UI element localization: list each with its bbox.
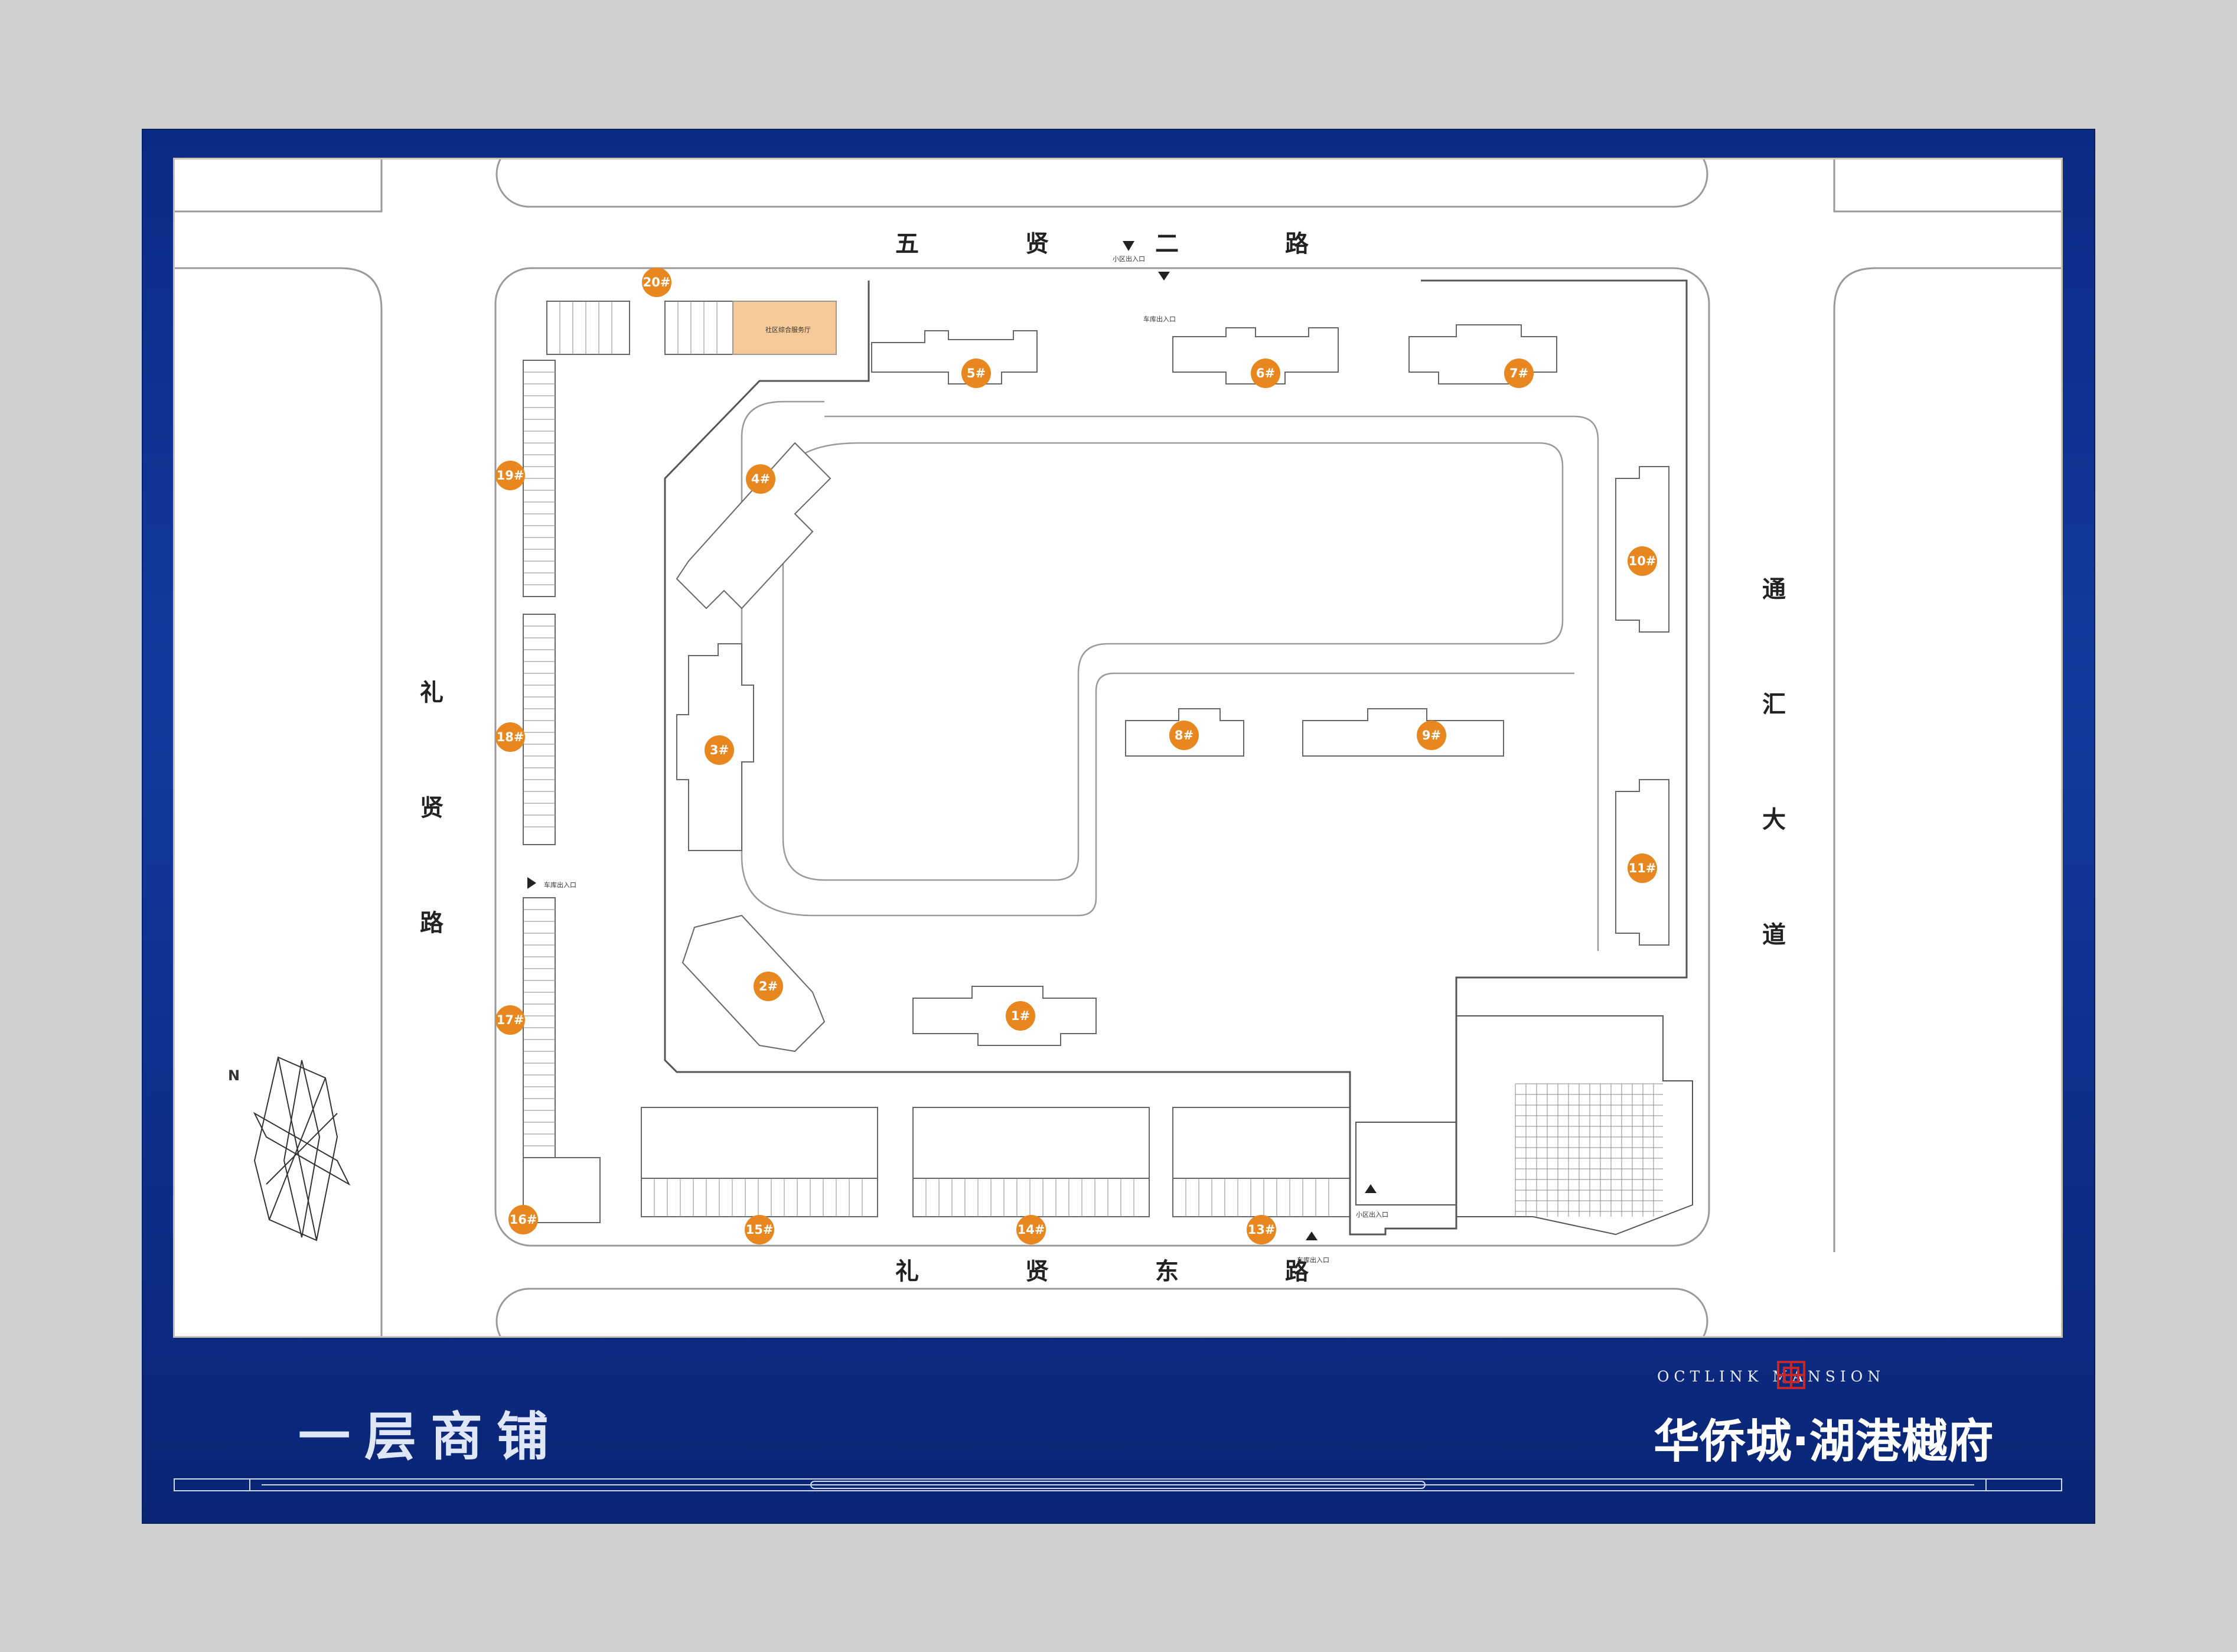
- loop-road-outer: [824, 415, 1599, 951]
- entrance-arrow-south-2: [1306, 1231, 1318, 1240]
- tower-1: [912, 986, 1097, 1046]
- compass-north-letter: N: [228, 1067, 240, 1084]
- road-west-char-2: 贤: [420, 794, 444, 822]
- building-marker-13[interactable]: 13#: [1247, 1215, 1276, 1244]
- road-south-char-2: 贤: [1025, 1258, 1049, 1285]
- plaza-grid: [1515, 1083, 1663, 1217]
- road-east-char-1: 通: [1762, 576, 1786, 603]
- tower-5: [871, 330, 1038, 385]
- road-south-char-3: 东: [1155, 1258, 1179, 1285]
- shop-strip-13: [1172, 1178, 1351, 1217]
- building-marker-7[interactable]: 7#: [1504, 359, 1534, 388]
- building-marker-1[interactable]: 1#: [1006, 1001, 1035, 1031]
- building-marker-6[interactable]: 6#: [1251, 359, 1280, 388]
- entrance-arrow-south: [1365, 1184, 1377, 1193]
- building-marker-15[interactable]: 15#: [745, 1215, 774, 1244]
- page-title: 一层商铺: [298, 1406, 563, 1467]
- road-east-char-3: 大: [1762, 806, 1786, 833]
- retail-block-13: [1172, 1107, 1351, 1179]
- tower-7: [1408, 324, 1557, 385]
- building-marker-2[interactable]: 2#: [754, 972, 783, 1001]
- road-east-char-2: 汇: [1762, 691, 1786, 718]
- brand-name-english: OCTLINK MANSION: [1657, 1368, 1886, 1385]
- building-marker-20[interactable]: 20#: [642, 268, 671, 297]
- building-marker-4[interactable]: 4#: [746, 464, 775, 494]
- tower-9: [1302, 708, 1504, 757]
- inner-site-outline: [664, 279, 1688, 1236]
- building-marker-17[interactable]: 17#: [495, 1005, 525, 1035]
- block-top-center: [495, 159, 1708, 208]
- block-left: [175, 267, 383, 1336]
- label-service-hall: 社区综合服务厅: [765, 326, 811, 334]
- label-community-entrance-south: 小区出入口: [1356, 1211, 1388, 1218]
- label-vehicle-entrance-west: 车库出入口: [544, 881, 576, 889]
- building-marker-8[interactable]: 8#: [1169, 721, 1199, 750]
- entrance-arrow-west: [527, 877, 536, 889]
- road-north-char-4: 路: [1285, 230, 1309, 258]
- brand-name-chinese: 华侨城·湖港樾府: [1654, 1415, 1994, 1468]
- site-plan-map: 五 贤 二 路 礼 贤 路 通 汇 大 道 礼 贤 东 路 1# 2# 3# 4…: [173, 158, 2063, 1338]
- road-west-char-3: 路: [420, 910, 444, 937]
- road-south-char-4: 路: [1285, 1258, 1309, 1285]
- block-bottom-center: [495, 1288, 1708, 1336]
- retail-block-15: [641, 1107, 878, 1179]
- road-north-char-3: 二: [1155, 230, 1179, 258]
- entrance-arrow-north-2: [1158, 272, 1170, 281]
- site-boundary: [494, 267, 1710, 1247]
- loop-road-inner: [782, 442, 1564, 881]
- label-community-entrance-north: 小区出入口: [1113, 255, 1145, 263]
- label-vehicle-entrance-south: 车库出入口: [1297, 1256, 1329, 1264]
- road-west-char-1: 礼: [420, 679, 444, 706]
- label-vehicle-entrance-north: 车库出入口: [1143, 315, 1176, 323]
- shop-strip-18: [523, 614, 556, 845]
- compass-rose: [253, 1056, 351, 1242]
- tower-4: [676, 442, 831, 610]
- shop-strip-20a: [546, 301, 630, 355]
- building-marker-11[interactable]: 11#: [1628, 853, 1657, 883]
- loop-road-ring: [741, 400, 1574, 917]
- block-top-right: [1833, 159, 2061, 213]
- site-plan-drawing: [175, 159, 2061, 1336]
- road-south-char-1: 礼: [895, 1258, 919, 1285]
- service-hall: [732, 301, 837, 355]
- shop-strip-20b: [664, 301, 736, 355]
- tower-6: [1172, 327, 1339, 385]
- building-marker-16[interactable]: 16#: [508, 1205, 538, 1234]
- decorative-bottom-rule: [174, 1478, 2062, 1491]
- brand-logo-icon: [1777, 1361, 1805, 1389]
- commercial-complex: [1355, 1015, 1693, 1236]
- building-marker-3[interactable]: 3#: [705, 735, 734, 765]
- entrance-arrow-north: [1123, 241, 1134, 251]
- building-marker-14[interactable]: 14#: [1016, 1215, 1046, 1244]
- shop-strip-15: [641, 1178, 878, 1217]
- road-north-char-2: 贤: [1025, 230, 1049, 258]
- shop-strip-14: [912, 1178, 1150, 1217]
- building-marker-18[interactable]: 18#: [495, 722, 525, 752]
- building-marker-10[interactable]: 10#: [1628, 546, 1657, 576]
- shop-strip-16: [523, 1157, 601, 1223]
- road-north-char-1: 五: [895, 230, 919, 258]
- retail-block-14: [912, 1107, 1150, 1179]
- road-east-char-4: 道: [1762, 921, 1786, 949]
- building-marker-5[interactable]: 5#: [961, 359, 991, 388]
- building-marker-9[interactable]: 9#: [1417, 721, 1446, 750]
- block-top-left: [175, 159, 383, 213]
- building-marker-19[interactable]: 19#: [495, 461, 525, 490]
- block-right: [1833, 267, 2061, 1252]
